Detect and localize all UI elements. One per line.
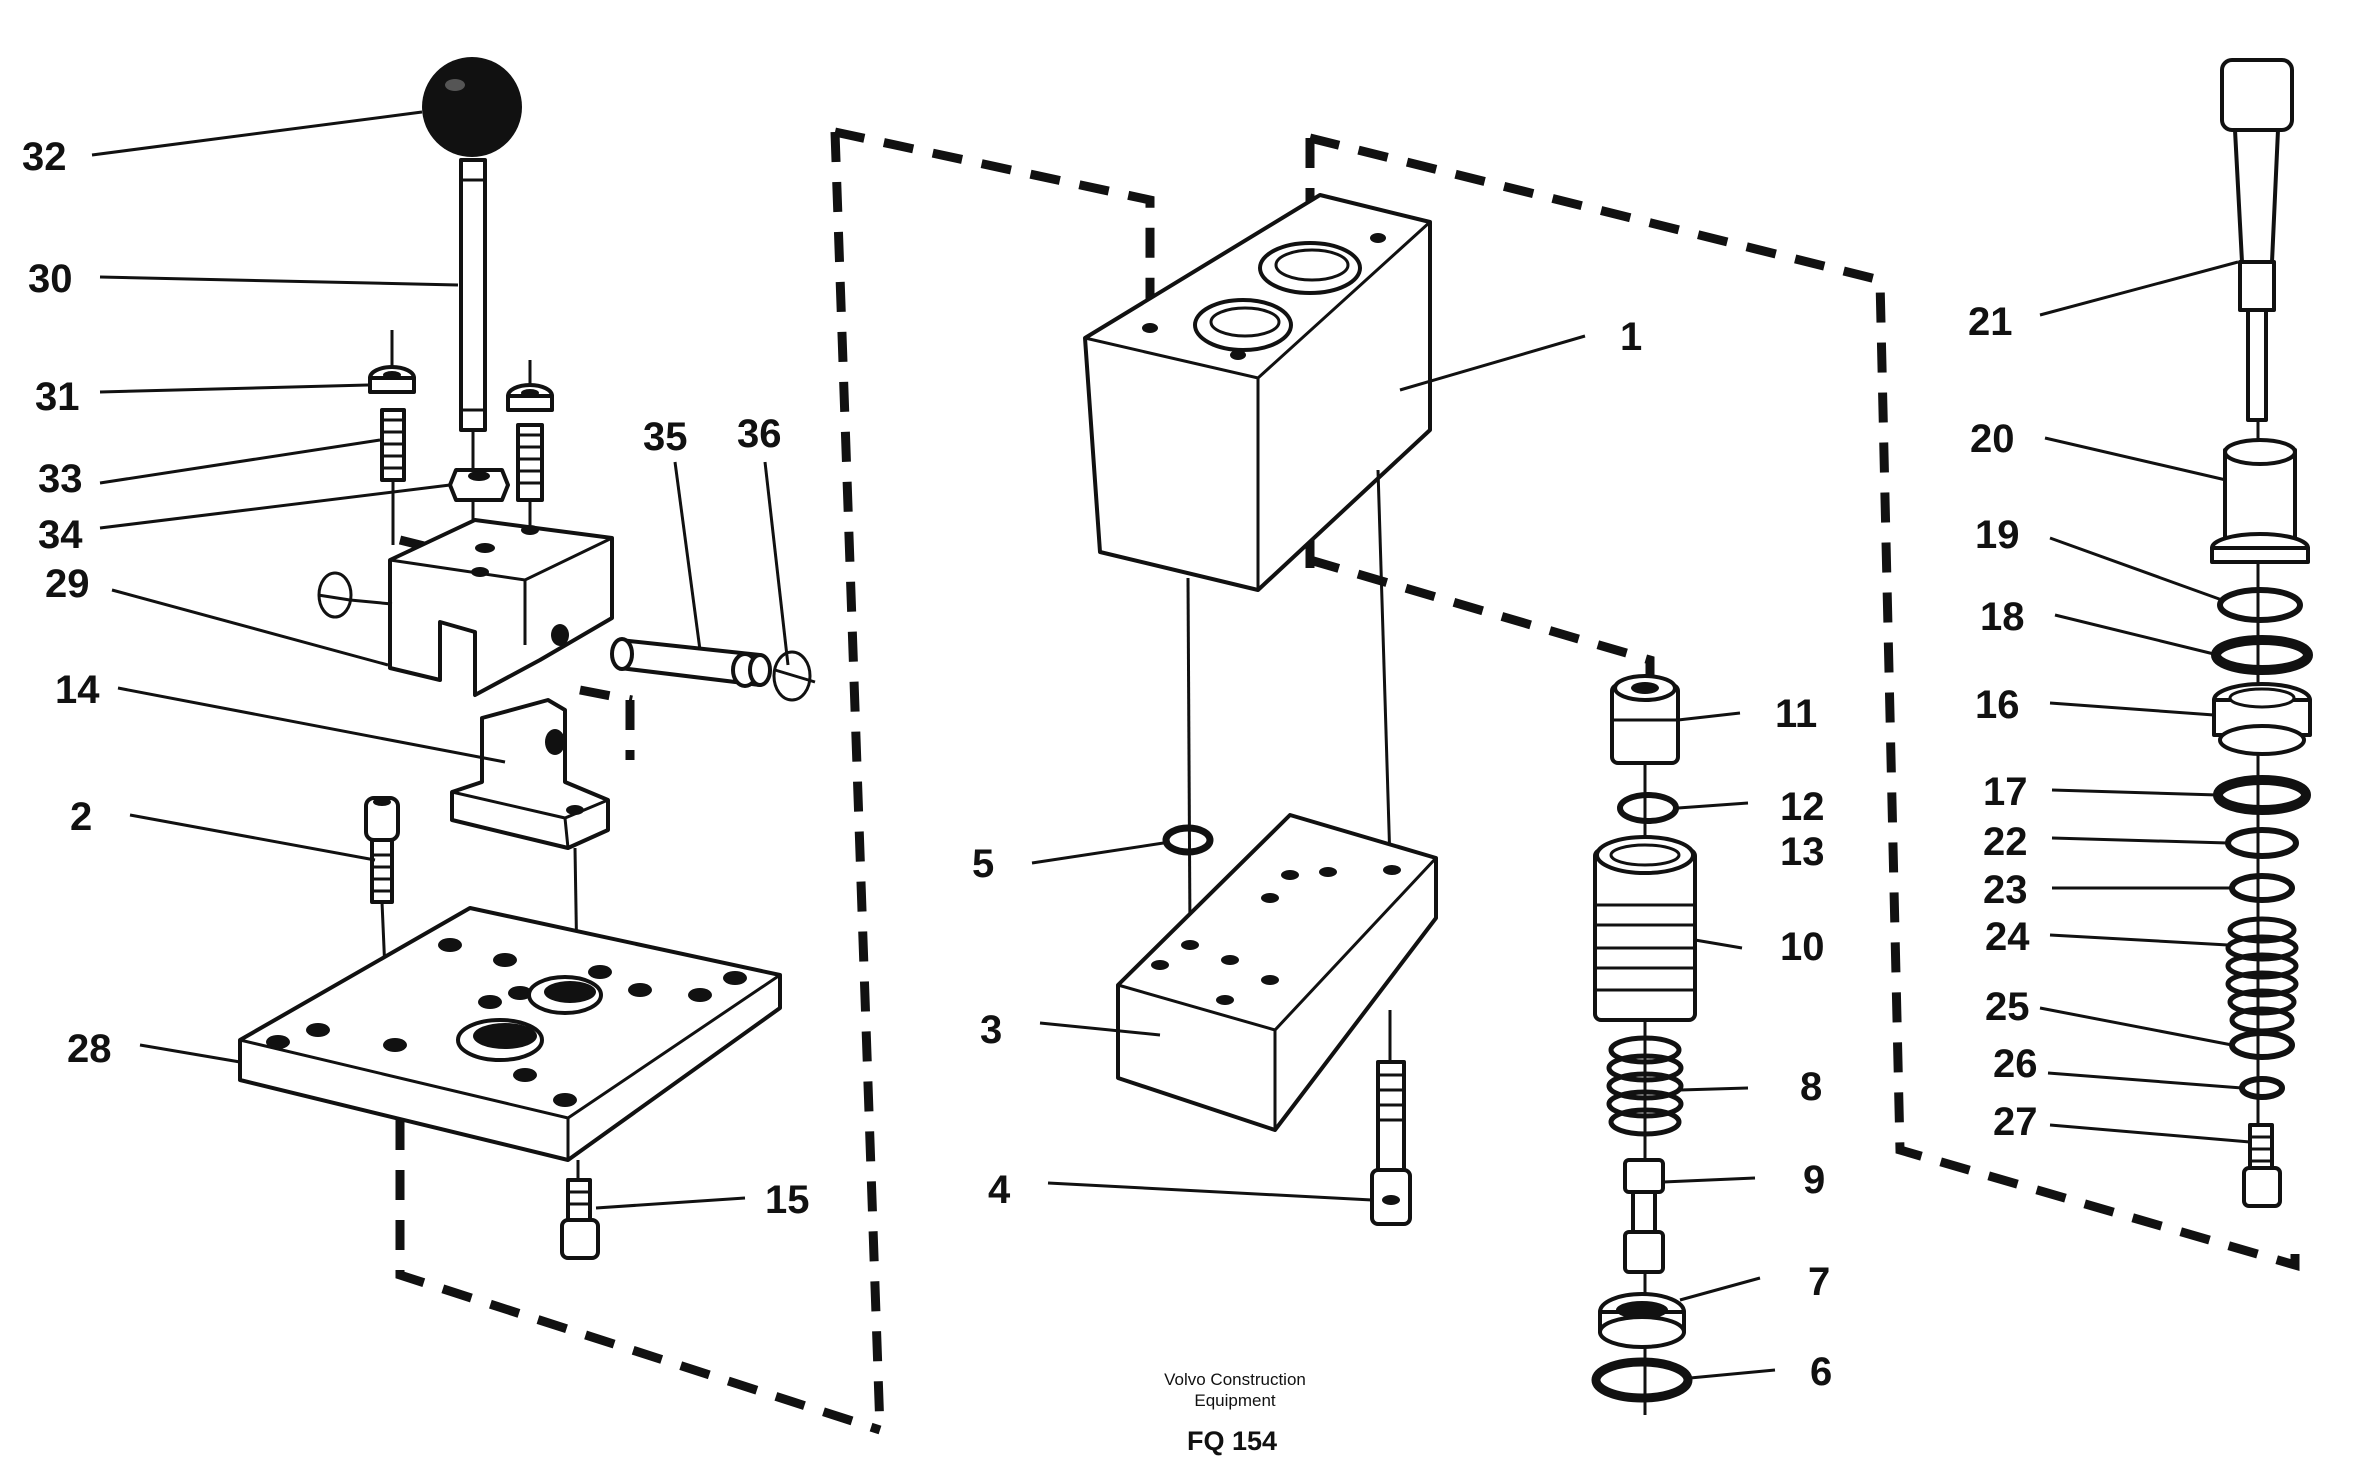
label-9: 9 xyxy=(1803,1158,1825,1202)
part-7-seat xyxy=(1598,1292,1686,1349)
label-16: 16 xyxy=(1975,683,2020,727)
company-name: Volvo Construction xyxy=(1164,1370,1306,1389)
leader-lines xyxy=(91,110,2251,1380)
part-11-sleeve xyxy=(1610,674,1680,765)
figure-footer: Volvo Construction Equipment FQ 154 xyxy=(1164,1370,1306,1456)
part-19-ring xyxy=(2217,587,2303,623)
part-21-plunger xyxy=(2220,58,2294,422)
part-24-spring xyxy=(2225,916,2299,1034)
part-16-bushing xyxy=(2212,682,2312,756)
label-36: 36 xyxy=(737,412,782,456)
label-11: 11 xyxy=(1775,692,1817,736)
spool-stack xyxy=(1591,674,1697,1415)
part-15-screw xyxy=(560,1160,600,1260)
part-28-base-plate xyxy=(238,906,782,1162)
part-22-washer xyxy=(2225,827,2299,859)
part-27-screw xyxy=(2242,1123,2282,1208)
label-17: 17 xyxy=(1983,770,2028,814)
label-22: 22 xyxy=(1983,820,2028,864)
part-8-spring xyxy=(1606,1035,1684,1137)
part-32-knob xyxy=(422,57,522,157)
part-5-o-ring xyxy=(1162,824,1214,856)
label-15: 15 xyxy=(765,1178,810,1222)
label-21: 21 xyxy=(1968,300,2013,344)
label-31: 31 xyxy=(35,375,80,419)
label-8: 8 xyxy=(1800,1065,1822,1109)
part-10-13-cartridge xyxy=(1593,835,1697,1022)
label-3: 3 xyxy=(980,1008,1002,1052)
label-29: 29 xyxy=(45,562,90,606)
part-25-washer xyxy=(2229,1030,2295,1060)
part-36-clip xyxy=(772,650,812,702)
label-10: 10 xyxy=(1780,925,1825,969)
label-34: 34 xyxy=(38,513,83,557)
label-18: 18 xyxy=(1980,595,2025,639)
label-35: 35 xyxy=(643,415,688,459)
part-20-guide xyxy=(2210,438,2310,564)
company-subtitle: Equipment xyxy=(1194,1391,1276,1410)
valve-body-assembly xyxy=(1083,193,1438,1226)
label-13: 13 xyxy=(1780,830,1825,874)
control-lever-assembly xyxy=(238,57,816,1260)
part-18-o-ring xyxy=(2211,635,2313,675)
part-33-stud-right xyxy=(516,423,544,502)
part-17-o-ring xyxy=(2213,775,2311,815)
part-6-o-ring xyxy=(1591,1357,1693,1403)
label-30: 30 xyxy=(28,257,73,301)
label-27: 27 xyxy=(1993,1100,2038,1144)
label-32: 32 xyxy=(22,135,67,179)
label-5: 5 xyxy=(972,842,994,886)
label-28: 28 xyxy=(67,1027,112,1071)
label-26: 26 xyxy=(1993,1042,2038,1086)
label-24: 24 xyxy=(1985,915,2030,959)
part-35-pin xyxy=(610,637,772,688)
part-23-washer xyxy=(2229,873,2295,903)
part-30-lever-rod xyxy=(459,158,487,432)
label-12: 12 xyxy=(1780,785,1825,829)
part-3-cover-block xyxy=(1116,813,1438,1132)
figure-code: FQ 154 xyxy=(1187,1426,1277,1456)
part-labels: 32 30 31 33 34 29 35 36 14 2 28 15 1 5 3… xyxy=(22,135,2038,1394)
label-14: 14 xyxy=(55,668,100,712)
part-2-screw xyxy=(364,796,400,1041)
part-12-washer xyxy=(1617,792,1679,824)
label-25: 25 xyxy=(1985,985,2030,1029)
label-19: 19 xyxy=(1975,513,2020,557)
right-spool-stack xyxy=(2210,58,2313,1208)
label-20: 20 xyxy=(1970,417,2015,461)
part-29-bracket xyxy=(388,518,614,697)
label-23: 23 xyxy=(1983,868,2028,912)
label-1: 1 xyxy=(1620,315,1642,359)
label-33: 33 xyxy=(38,457,83,501)
part-4-screw xyxy=(1370,1010,1412,1226)
label-7: 7 xyxy=(1808,1260,1830,1304)
part-14-pivot-block xyxy=(450,698,610,850)
part-26-washer xyxy=(2239,1076,2285,1100)
part-1-valve-body xyxy=(1083,193,1432,592)
part-9-spool xyxy=(1623,1158,1665,1274)
label-4: 4 xyxy=(988,1168,1011,1212)
label-2: 2 xyxy=(70,795,92,839)
label-6: 6 xyxy=(1810,1350,1832,1394)
